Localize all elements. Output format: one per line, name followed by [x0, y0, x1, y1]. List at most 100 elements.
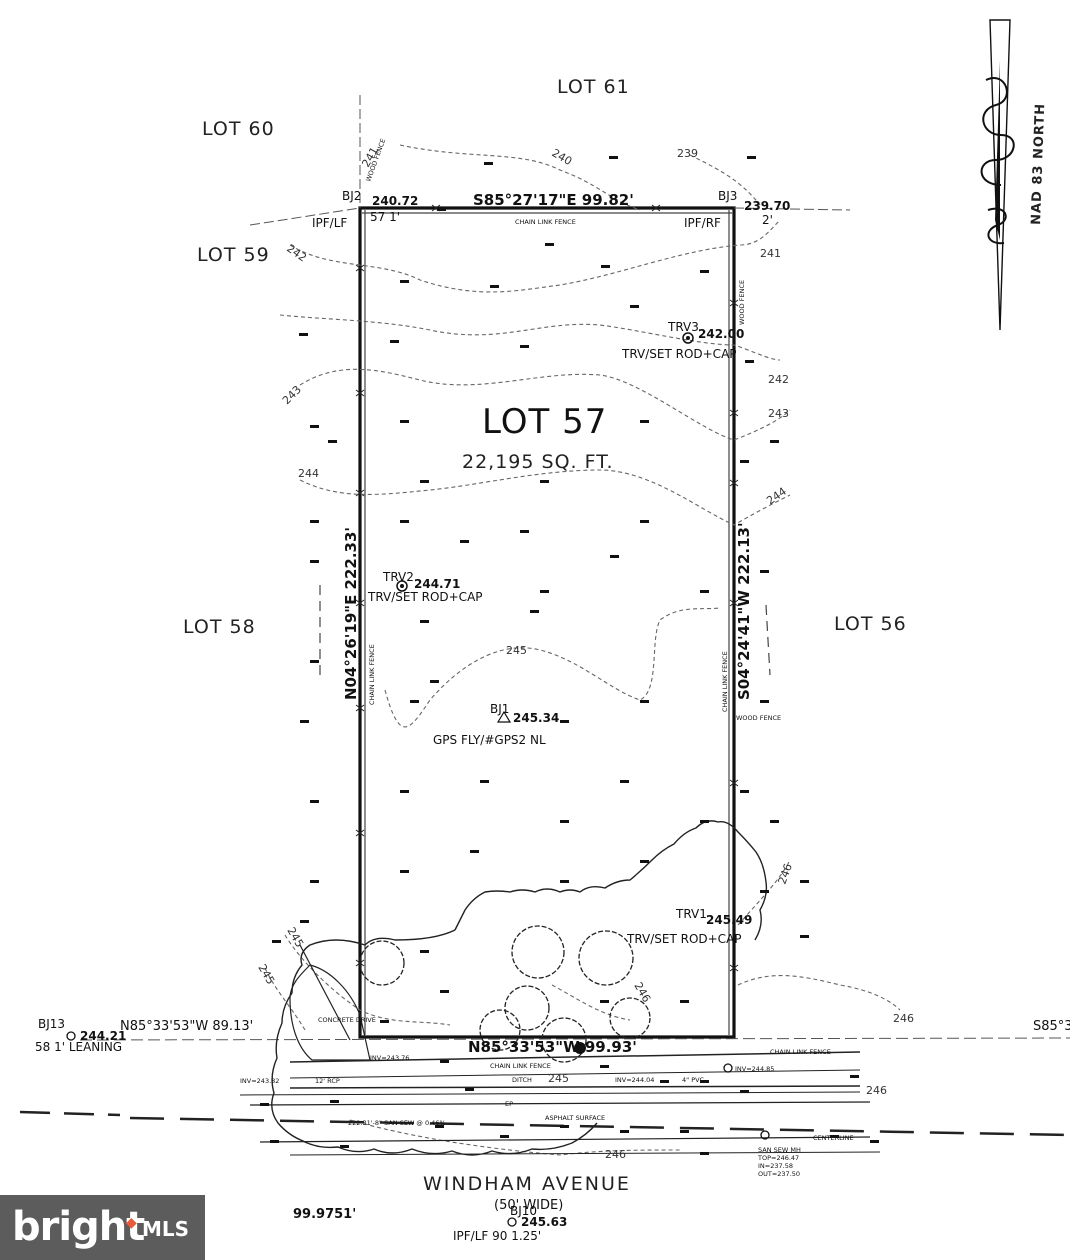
spot-elevation-mark [545, 243, 554, 246]
spot-elevation-mark [640, 420, 649, 423]
spot-elevation-mark [870, 1140, 879, 1143]
spot-elevation-mark [400, 790, 409, 793]
spot-elevation-mark [299, 333, 308, 336]
note-chain-link-west: CHAIN LINK FENCE [368, 644, 376, 705]
tree-line [271, 820, 768, 1156]
spot-elevation-mark [609, 156, 618, 159]
fence-x-markers [355, 204, 739, 972]
contour-label-246d: 246 [605, 1148, 626, 1161]
spot-elevation-mark [620, 780, 629, 783]
note-inv-left: INV=243.82 [240, 1077, 279, 1085]
spot-elevation-mark [740, 460, 749, 463]
contour-label-244b: 244 [764, 485, 789, 508]
spot-elevation-mark [330, 1100, 339, 1103]
note-concrete-drive: CONCRETE DRIVE [318, 1016, 376, 1024]
spot-elevation-mark [310, 880, 319, 883]
spot-elevation-mark [435, 1125, 444, 1128]
spot-elevation-mark [800, 880, 809, 883]
road-length: 99.9751' [293, 1207, 356, 1222]
note-sanmh-4: OUT=237.50 [758, 1170, 800, 1178]
bj13-marker [66, 1031, 76, 1041]
spot-elevation-mark [490, 285, 499, 288]
note-wood-fence-ne: WOOD FENCE [738, 280, 746, 325]
spot-elevation-mark [430, 680, 439, 683]
spot-elevation-mark [420, 950, 429, 953]
spot-elevation-mark [310, 660, 319, 663]
contour-label-240: 240 [550, 146, 575, 168]
ipf-east: IPF/RF [684, 216, 721, 230]
bearing-south: N85°33'53"W 99.93' [468, 1038, 637, 1056]
bj1-label: BJ1 [490, 702, 509, 716]
contour-label-244a: 244 [298, 467, 319, 480]
contour-label-245a: 245 [506, 644, 527, 657]
note-sanmh-3: IN=237.58 [758, 1162, 793, 1170]
spot-elevation-mark [300, 720, 309, 723]
spot-elevation-mark [600, 1065, 609, 1068]
spot-elevation-marks [260, 156, 879, 1155]
note-chain-link-top: CHAIN LINK FENCE [515, 218, 576, 226]
spot-elevation-mark [560, 1125, 569, 1128]
logo-dot-icon: ◆ [126, 1215, 137, 1231]
trv2-marker [396, 580, 408, 592]
spot-elevation-mark [740, 1090, 749, 1093]
lot-57-area: 22,195 SQ. FT. [462, 451, 614, 473]
spot-elevation-mark [400, 520, 409, 523]
bj2-elevation: 240.72 [372, 194, 418, 208]
bearing-east: S04°24'41"W 222.13' [735, 522, 753, 700]
bj1-elevation: 245.34 [513, 711, 559, 725]
bj1-triangle [496, 710, 512, 723]
spot-elevation-mark [310, 800, 319, 803]
spot-elevation-mark [310, 560, 319, 563]
street-name: WINDHAM AVENUE [423, 1173, 631, 1195]
spot-elevation-mark [700, 270, 709, 273]
spot-elevation-mark [440, 1060, 449, 1063]
ipf-east-distance: 2' [762, 213, 773, 227]
inlet-symbol-mid [574, 1042, 586, 1054]
trv1-elevation: 245.49 [706, 913, 752, 927]
spot-elevation-mark [630, 305, 639, 308]
spot-elevation-mark [540, 590, 549, 593]
contour-label-245b: 245 [284, 925, 306, 950]
trv3-note: TRV/SET ROD+CAP [621, 347, 737, 361]
spot-elevation-mark [520, 345, 529, 348]
bearing-road-west: N85°33'53"W 89.13' [120, 1019, 253, 1034]
spot-elevation-mark [560, 820, 569, 823]
spot-elevation-mark [440, 990, 449, 993]
trv2-note: TRV/SET ROD+CAP [367, 590, 483, 604]
right-of-way-line [79, 1037, 1070, 1041]
trv1-label: TRV1 [675, 907, 707, 921]
spot-elevation-mark [465, 1088, 474, 1091]
note-sanmh-2: TOP=246.47 [757, 1154, 799, 1162]
contour-label-246a: 246 [776, 862, 795, 886]
north-arrow-icon [980, 19, 1015, 331]
note-inv-mid2: INV=244.04 [615, 1076, 654, 1084]
trv3-label: TRV3 [667, 320, 699, 334]
inlet-symbol-right [723, 1063, 733, 1073]
note-pvc: 4" PVC [682, 1076, 705, 1084]
spot-elevation-mark [420, 620, 429, 623]
spot-elevation-mark [272, 940, 281, 943]
note-inv-right: INV=244.85 [735, 1065, 774, 1073]
note-wood-fence-e: WOOD FENCE [736, 714, 781, 722]
spot-elevation-mark [620, 1130, 629, 1133]
spot-elevation-mark [410, 700, 419, 703]
street-width: (50' WIDE) [494, 1198, 563, 1213]
spot-elevation-mark [540, 480, 549, 483]
contour-label-241b: 241 [760, 247, 781, 260]
bj13-label: BJ13 [38, 1017, 65, 1031]
spot-elevation-mark [420, 480, 429, 483]
spot-elevation-mark [260, 1103, 269, 1106]
spot-elevation-mark [760, 890, 769, 893]
spot-elevation-mark [700, 1080, 709, 1083]
bj10-elevation: 245.63 [521, 1215, 567, 1229]
bj13-elevation: 244.21 [80, 1029, 126, 1043]
spot-elevation-mark [745, 360, 754, 363]
note-rcp: 12' RCP [315, 1077, 340, 1085]
spot-elevation-mark [850, 1075, 859, 1078]
spot-elevation-mark [830, 1135, 839, 1138]
spot-elevation-mark [760, 700, 769, 703]
spot-elevation-mark [770, 440, 779, 443]
spot-elevation-mark [560, 720, 569, 723]
contour-label-242b: 242 [768, 373, 789, 386]
spot-elevation-mark [328, 440, 337, 443]
